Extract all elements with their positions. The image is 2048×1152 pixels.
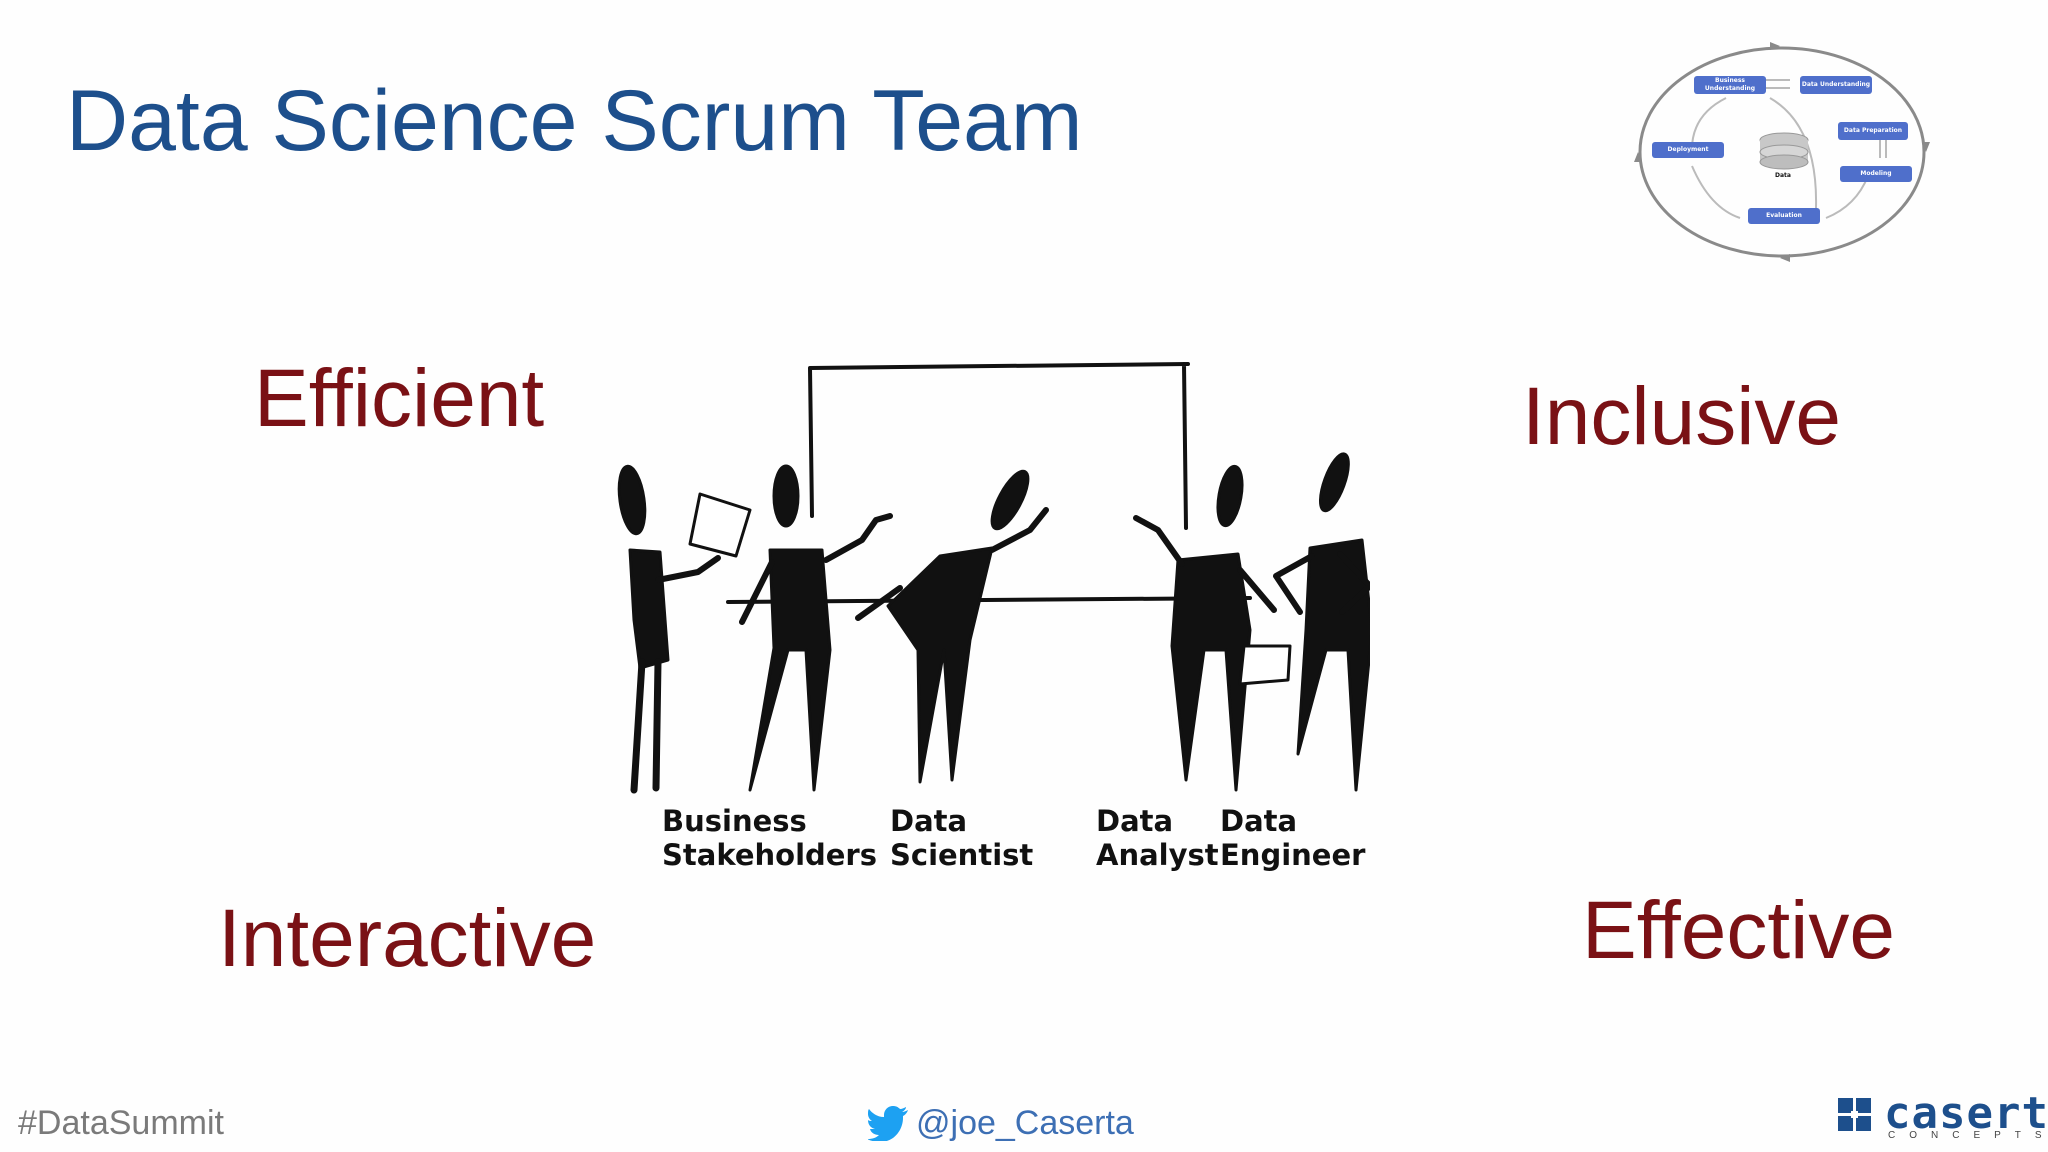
role-scientist-line2: Scientist	[890, 838, 1034, 872]
cycle-deployment: Deployment	[1652, 142, 1724, 158]
crisp-dm-cycle-diagram: Business Understanding Data Understandin…	[1630, 36, 1940, 266]
role-business-line2: Stakeholders	[662, 838, 877, 872]
hashtag-label: #DataSummit	[18, 1104, 224, 1142]
cycle-evaluation: Evaluation	[1748, 208, 1820, 224]
word-interactive: Interactive	[218, 893, 597, 984]
cycle-data-label: Data	[1775, 172, 1791, 179]
role-business-line1: Business	[662, 804, 807, 838]
twitter-handle[interactable]: @joe_Caserta	[868, 1100, 1134, 1146]
twitter-handle-text: @joe_Caserta	[916, 1103, 1134, 1142]
caserta-logo: caserta CONCEPTS	[1838, 1088, 2048, 1146]
role-engineer-line1: Data	[1220, 804, 1298, 838]
slide-title: Data Science Scrum Team	[66, 73, 1083, 169]
team-illustration	[600, 350, 1374, 810]
twitter-bird-icon	[868, 1106, 908, 1141]
stick-figures-drawing	[617, 362, 1374, 794]
cycle-business-understanding: Business Understanding	[1694, 76, 1766, 94]
role-business-stakeholders: Business Stakeholders	[662, 804, 877, 872]
role-analyst-line2: Analyst	[1096, 838, 1219, 872]
word-inclusive: Inclusive	[1522, 371, 1842, 462]
role-analyst-line1: Data	[1096, 804, 1174, 838]
word-efficient: Efficient	[254, 353, 545, 444]
role-engineer-line2: Engineer	[1220, 838, 1366, 872]
cycle-modeling: Modeling	[1840, 166, 1912, 182]
cycle-data-preparation: Data Preparation	[1838, 122, 1908, 140]
logo-brand-text: caserta	[1884, 1088, 2048, 1139]
cycle-ring	[1634, 42, 1930, 262]
role-data-engineer: Data Engineer	[1220, 804, 1365, 872]
role-scientist-line1: Data	[890, 804, 968, 838]
logo-subtitle-text: CONCEPTS	[1888, 1130, 2048, 1141]
role-data-scientist: Data Scientist	[890, 804, 1033, 872]
word-effective: Effective	[1582, 885, 1895, 976]
role-data-analyst: Data Analyst	[1096, 804, 1219, 872]
cycle-data-understanding: Data Understanding	[1800, 76, 1872, 94]
caserta-logo-icon	[1838, 1098, 1871, 1131]
